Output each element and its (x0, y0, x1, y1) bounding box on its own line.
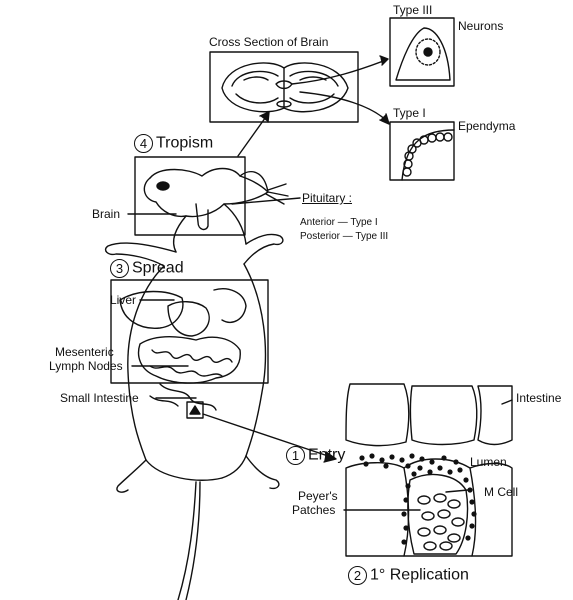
m-cell-label: M Cell (484, 486, 518, 498)
type-1-label: Type I (393, 107, 426, 119)
step-1-text: Entry (308, 447, 345, 464)
brain-label: Brain (92, 208, 120, 220)
lumen-label: Lumen (470, 456, 507, 468)
lymph-nodes-label: Lymph Nodes (49, 360, 123, 372)
small-intestine-label: Small Intestine (60, 392, 139, 404)
intestine-detail-drawing (346, 384, 512, 446)
step-4-number: 4 (134, 134, 153, 153)
brain-cross-section-drawing (222, 63, 348, 112)
arrow-to-brain (238, 114, 268, 156)
step-2-text: 1° Replication (370, 567, 469, 584)
peyers-label: Peyer's (298, 490, 338, 502)
neurons-label: Neurons (458, 20, 503, 32)
mesenteric-label: Mesenteric (55, 346, 114, 358)
neuron-drawing (396, 28, 450, 80)
pituitary-posterior-label: Posterior — Type III (300, 232, 388, 242)
intestine-label: Intestine (516, 392, 561, 404)
step-3-text: Spread (132, 260, 184, 277)
ependyma-label: Ependyma (458, 120, 515, 132)
pituitary-anterior-label: Anterior — Type I (300, 218, 378, 228)
step-2-number: 2 (348, 566, 367, 585)
cross-section-label: Cross Section of Brain (209, 36, 328, 48)
patches-label: Patches (292, 504, 335, 516)
step-1-number: 1 (286, 446, 305, 465)
step-3-number: 3 (110, 259, 129, 278)
type-3-label: Type III (393, 4, 432, 16)
mouse-body-drawing (106, 169, 288, 600)
liver-label: Liver (110, 294, 136, 306)
pituitary-label: Pituitary : (302, 192, 352, 204)
neurons-box (390, 18, 454, 86)
ependyma-drawing (402, 130, 454, 180)
step-4-text: Tropism (156, 135, 213, 152)
